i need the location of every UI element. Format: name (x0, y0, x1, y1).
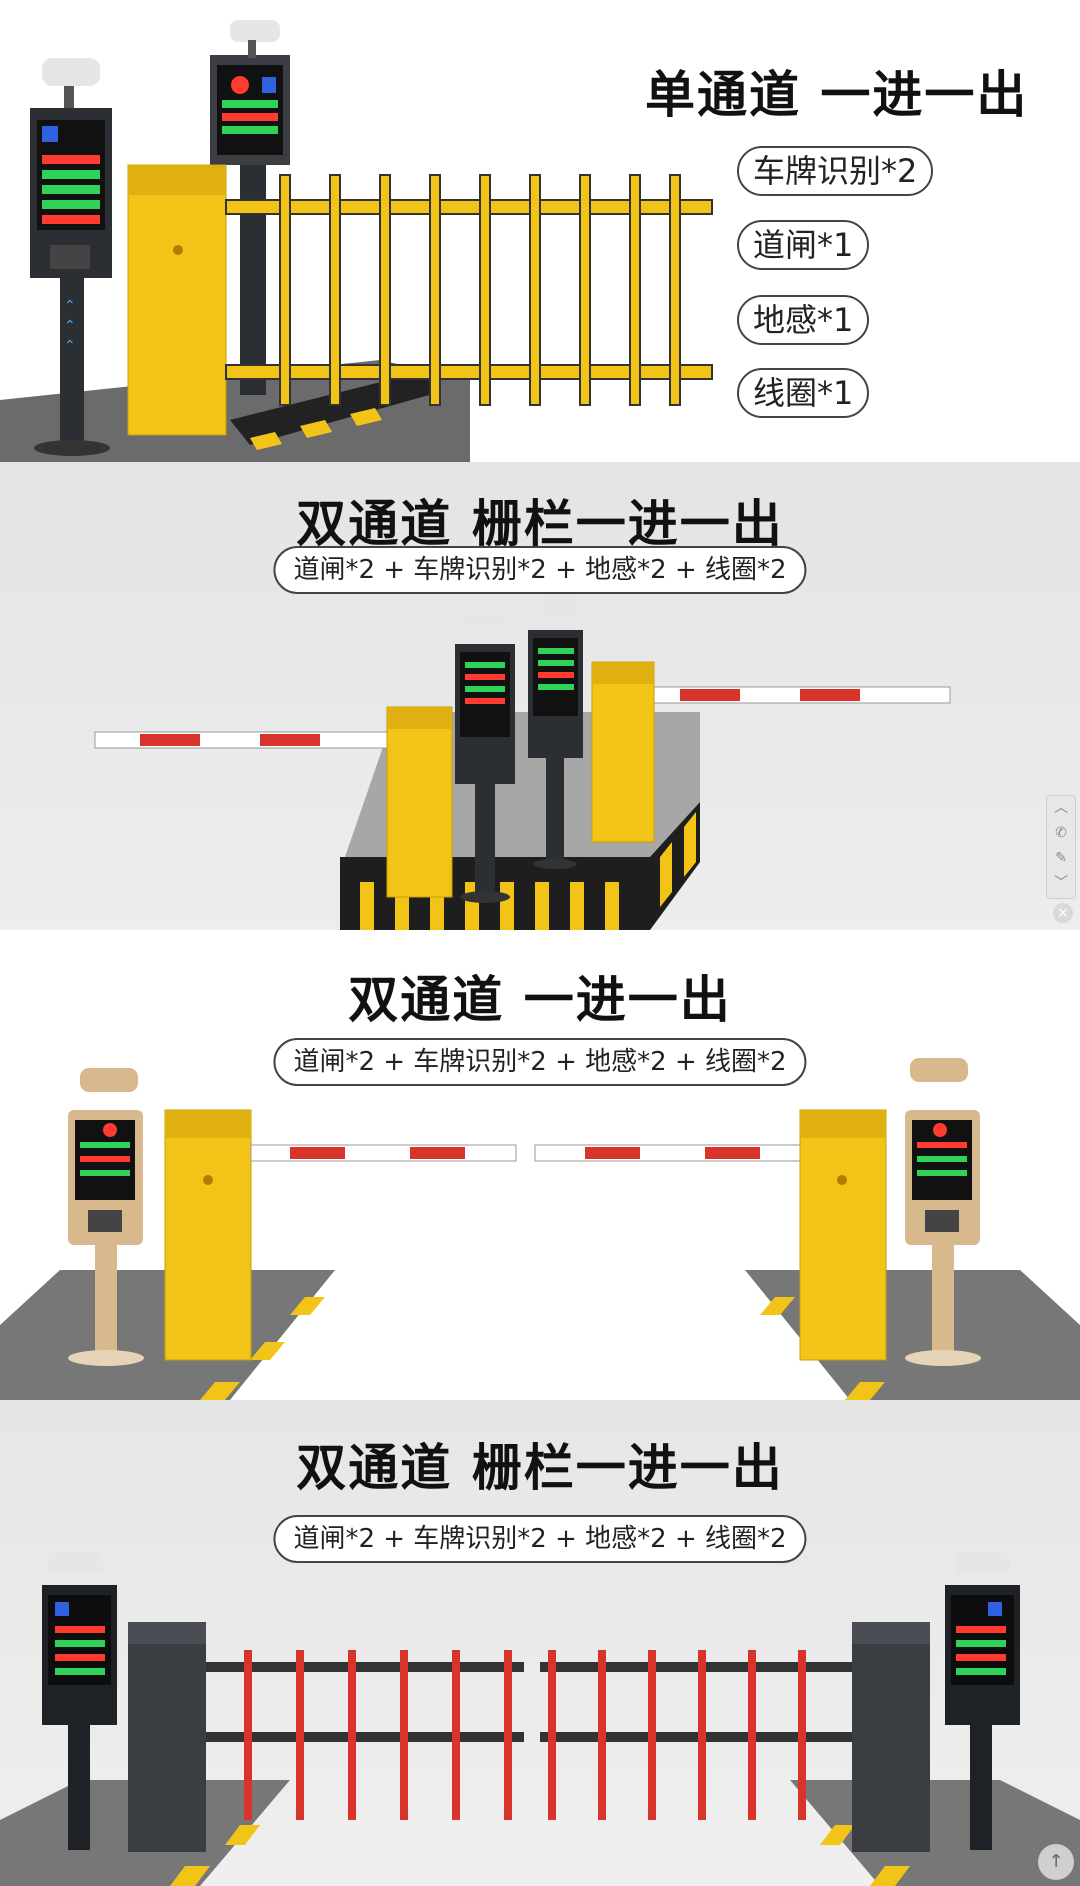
close-icon[interactable]: × (1053, 903, 1073, 923)
component-formula: 道闸*2 + 车牌识别*2 + 地感*2 + 线圈*2 (273, 546, 807, 594)
dual-lane-illustration (0, 1058, 1080, 1400)
panel-title: 双通道 栅栏一进一出 (296, 495, 784, 553)
single-lane-illustration: ⌃ ⌃ ⌃ (0, 20, 713, 462)
component-formula: 道闸*2 + 车牌识别*2 + 地感*2 + 线圈*2 (273, 1515, 807, 1563)
chevron-down-icon[interactable]: ﹀ (1054, 875, 1068, 891)
tag-coil: 线圈*1 (737, 368, 870, 418)
panel-dual-lane-fence-1: 双通道 栅栏一进一出 道闸*2 + 车牌识别*2 + 地感*2 + 线圈*2 (0, 462, 1080, 930)
component-formula: 道闸*2 + 车牌识别*2 + 地感*2 + 线圈*2 (273, 1038, 807, 1086)
svg-text:⌃: ⌃ (64, 318, 76, 334)
panel-dual-lane-fence-2: 双通道 栅栏一进一出 道闸*2 + 车牌识别*2 + 地感*2 + 线圈*2 ↑ (0, 1400, 1080, 1886)
tag-barrier: 道闸*1 (737, 220, 870, 270)
tag-plate-recognition: 车牌识别*2 (737, 146, 934, 196)
tag-ground-sensor: 地感*1 (737, 295, 870, 345)
phone-icon[interactable]: ✆ (1055, 825, 1067, 841)
dual-lane-fence-illustration (0, 1552, 1080, 1886)
back-to-top-icon[interactable]: ↑ (1038, 1844, 1074, 1880)
panel-title: 双通道 一进一出 (348, 971, 732, 1029)
panel-title: 双通道 栅栏一进一出 (296, 1439, 784, 1497)
panel-dual-lane: 双通道 一进一出 道闸*2 + 车牌识别*2 + 地感*2 + 线圈*2 (0, 930, 1080, 1400)
dual-lane-island-illustration (94, 598, 951, 930)
panel-single-lane: ⌃ ⌃ ⌃ 单通道 一进一出 车牌识别*2 道闸*1 地感*1 线圈*1 (0, 0, 1080, 462)
floating-toolbar: ︿ ✆ ✎ ﹀ (1046, 795, 1076, 899)
edit-icon[interactable]: ✎ (1055, 850, 1067, 866)
chevron-up-icon[interactable]: ︿ (1054, 800, 1068, 816)
panel-title: 单通道 一进一出 (645, 66, 1029, 124)
svg-text:⌃: ⌃ (64, 298, 76, 314)
svg-text:⌃: ⌃ (64, 338, 76, 354)
